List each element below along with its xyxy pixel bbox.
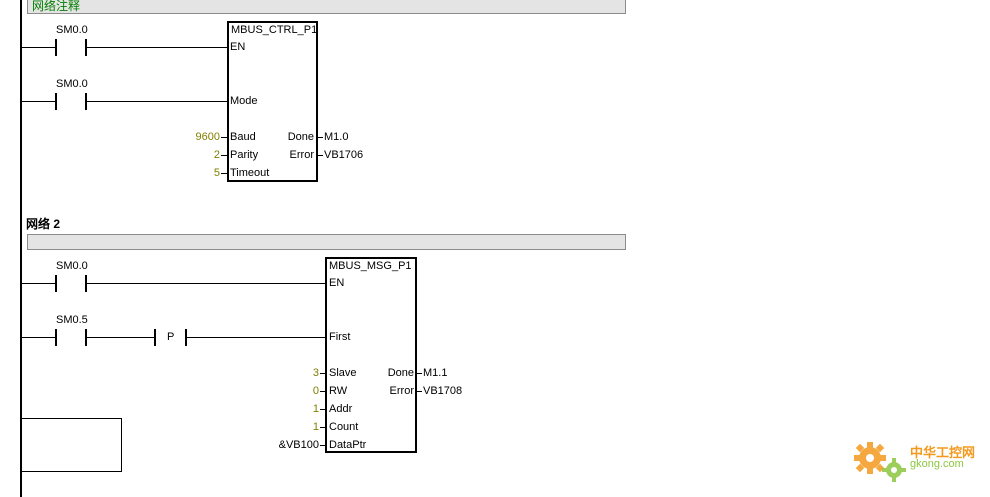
n1-contact-2-left[interactable]: [55, 93, 57, 110]
mbus-msg-pin-done: Done: [387, 367, 414, 379]
mbus-ctrl-pin-en: EN: [230, 41, 246, 53]
n2-contact-1-label: SM0.0: [56, 260, 88, 272]
watermark: 中华工控网 gkong.com: [852, 436, 982, 488]
n1-input-stub: [221, 173, 227, 174]
n2-input-stub: [320, 391, 326, 392]
empty-box: [21, 418, 122, 472]
mbus-msg-pin-count: Count: [329, 421, 359, 433]
n2-input-stub: [320, 409, 326, 410]
gear-icon: [854, 442, 906, 482]
mbus-msg-pin-en: EN: [329, 277, 345, 289]
mbus-msg-dataptr-value[interactable]: &VB100: [278, 439, 319, 451]
mbus-msg-pin-first: First: [329, 331, 351, 343]
n1-wire: [87, 47, 228, 48]
mbus-msg-block[interactable]: MBUS_MSG_P1: [325, 257, 417, 453]
mbus-ctrl-pin-done: Done: [287, 131, 314, 143]
n2-wire: [22, 337, 55, 338]
mbus-ctrl-block-title: MBUS_CTRL_P1: [231, 24, 318, 36]
mbus-ctrl-pin-parity: Parity: [230, 149, 259, 161]
n1-contact-1-right[interactable]: [85, 39, 87, 56]
n1-wire: [22, 101, 55, 102]
n2-contact-1-left[interactable]: [55, 275, 57, 292]
mbus-ctrl-done-output[interactable]: M1.0: [324, 131, 349, 143]
network-2-comment-bar[interactable]: [27, 234, 626, 250]
mbus-msg-pin-error: Error: [389, 385, 414, 397]
mbus-ctrl-baud-value[interactable]: 9600: [195, 131, 220, 143]
n1-input-stub: [221, 137, 227, 138]
n1-output-stub: [318, 155, 323, 156]
mbus-ctrl-pin-baud: Baud: [230, 131, 256, 143]
n1-input-stub: [221, 155, 227, 156]
mbus-ctrl-parity-value[interactable]: 2: [213, 149, 220, 161]
network-1-comment-bar[interactable]: 网络注释: [27, 0, 626, 14]
network-2-title[interactable]: 网络 2: [26, 217, 61, 231]
n1-wire: [87, 101, 228, 102]
p-contact-left[interactable]: [154, 329, 156, 346]
n2-contact-1-right[interactable]: [85, 275, 87, 292]
mbus-msg-pin-slave: Slave: [329, 367, 357, 379]
mbus-ctrl-timeout-value[interactable]: 5: [213, 167, 220, 179]
p-contact-right[interactable]: [185, 329, 187, 346]
p-contact-label: P: [167, 331, 175, 343]
n2-contact-2-right[interactable]: [85, 329, 87, 346]
n2-wire: [87, 337, 154, 338]
mbus-msg-block-title: MBUS_MSG_P1: [329, 260, 412, 272]
mbus-ctrl-pin-error: Error: [289, 149, 314, 161]
n1-output-stub: [318, 137, 323, 138]
mbus-ctrl-pin-mode: Mode: [230, 95, 258, 107]
mbus-ctrl-error-output[interactable]: VB1706: [324, 149, 364, 161]
left-power-rail: [20, 0, 22, 497]
n2-wire: [87, 283, 326, 284]
n1-contact-2-right[interactable]: [85, 93, 87, 110]
mbus-msg-count-value[interactable]: 1: [312, 421, 319, 433]
n2-output-stub: [417, 373, 422, 374]
mbus-msg-rw-value[interactable]: 0: [312, 385, 319, 397]
n2-wire: [22, 283, 55, 284]
n1-contact-1-left[interactable]: [55, 39, 57, 56]
mbus-msg-done-output[interactable]: M1.1: [423, 367, 448, 379]
mbus-msg-addr-value[interactable]: 1: [312, 403, 319, 415]
mbus-ctrl-pin-timeout: Timeout: [230, 167, 270, 179]
network-1-comment: 网络注释: [32, 0, 81, 13]
n1-contact-2-label: SM0.0: [56, 78, 88, 90]
mbus-ctrl-block[interactable]: MBUS_CTRL_P1: [227, 21, 318, 182]
mbus-msg-pin-dataptr: DataPtr: [329, 439, 367, 451]
n2-output-stub: [417, 391, 422, 392]
n2-input-stub: [320, 373, 326, 374]
watermark-name: 中华工控网: [910, 445, 976, 460]
n2-input-stub: [320, 445, 326, 446]
mbus-msg-pin-addr: Addr: [329, 403, 353, 415]
n2-contact-2-label: SM0.5: [56, 314, 88, 326]
n1-contact-1-label: SM0.0: [56, 24, 88, 36]
watermark-url: gkong.com: [910, 458, 964, 470]
n2-wire: [187, 337, 326, 338]
n2-contact-2-left[interactable]: [55, 329, 57, 346]
mbus-msg-pin-rw: RW: [329, 385, 348, 397]
mbus-msg-error-output[interactable]: VB1708: [423, 385, 463, 397]
mbus-msg-slave-value[interactable]: 3: [312, 367, 319, 379]
n2-input-stub: [320, 427, 326, 428]
n1-wire: [22, 47, 55, 48]
